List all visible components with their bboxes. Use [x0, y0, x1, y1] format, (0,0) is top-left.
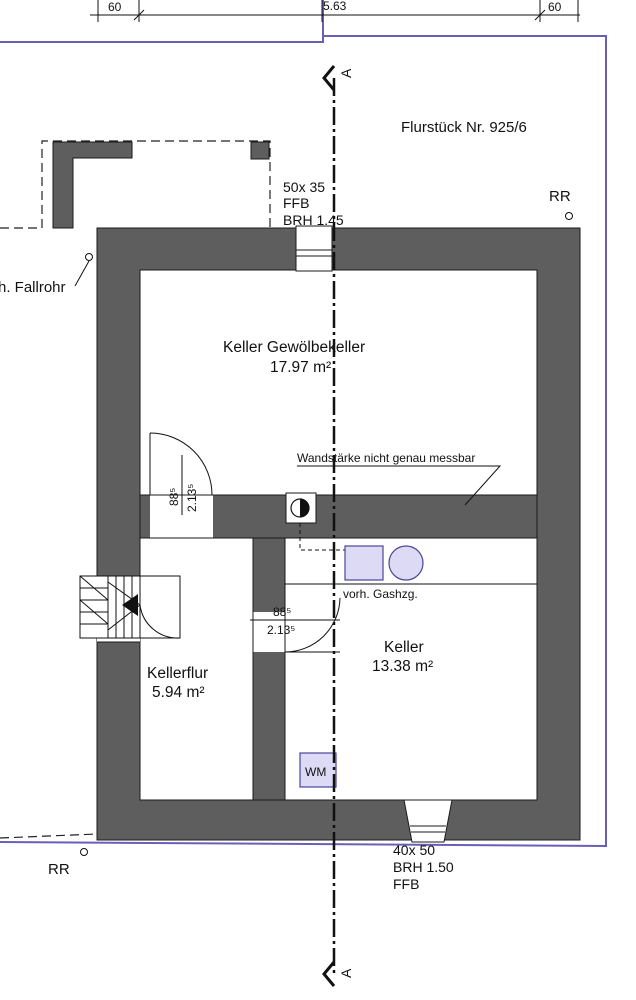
dim-middle: 5.63: [323, 0, 347, 13]
dashed-outline-annex: [0, 140, 271, 839]
stair-direction-arrow: [122, 594, 138, 616]
top-dimension-line: [90, 0, 580, 22]
dim-left: 60: [108, 0, 122, 14]
section-marker-top: [322, 65, 336, 91]
room-area-kellerflur: 5.94 m²: [152, 684, 205, 701]
downpipe-left: [85, 253, 93, 261]
door-lower-height: 2.13⁵: [267, 623, 295, 637]
washing-machine-label: WM: [305, 765, 326, 779]
room-name-keller: Keller: [384, 639, 424, 656]
window-top: [295, 225, 333, 272]
parcel-boundary: [0, 35, 607, 848]
section-label-top: A: [338, 68, 354, 78]
parcel-label: Flurstück Nr. 925/6: [401, 119, 527, 136]
window-top-size: 50x 35: [283, 179, 325, 195]
door-swing-upper: [149, 432, 213, 496]
downpipe-bottom-left: [80, 848, 88, 856]
gas-heating: [344, 545, 424, 581]
door-opening-lower: [253, 612, 285, 652]
section-label-bottom: A: [338, 968, 354, 978]
downpipe-label-bottom-left: RR: [48, 861, 70, 878]
wall-note-leader: [297, 465, 502, 506]
downpipe-top-right: [565, 212, 573, 220]
room-name-kellerflur: Kellerflur: [147, 665, 208, 682]
window-bottom: [403, 799, 453, 843]
section-marker-bottom: [322, 961, 336, 987]
window-top-ffb: FFB: [283, 195, 309, 211]
door-lower-width: 88⁵: [273, 605, 291, 619]
door-upper-width: 88⁵: [167, 488, 181, 506]
gas-heating-label: vorh. Gashzg.: [343, 587, 418, 601]
window-top-brh: BRH 1.45: [283, 212, 344, 228]
flue-pipe: [299, 523, 352, 551]
door-upper-height: 2.13⁵: [185, 484, 199, 512]
wall-thickness-note: Wandstärke nicht genau messbar: [297, 451, 475, 465]
room-name-gewoelbekeller: Keller Gewölbekeller: [223, 339, 365, 356]
washing-machine: [299, 752, 337, 788]
downpipe-label-left: h. Fallrohr: [0, 279, 66, 296]
room-area-gewoelbekeller: 17.97 m²: [270, 359, 331, 376]
window-bottom-brh: BRH 1.50: [393, 859, 454, 875]
room-area-keller: 13.38 m²: [372, 658, 433, 675]
chimney: [285, 492, 317, 524]
door-swing-lower: [250, 597, 341, 653]
downpipe-label-top-right: RR: [549, 188, 571, 205]
dim-right: 60: [548, 0, 562, 14]
door-upper-dimension: 88⁵ 2.13⁵: [167, 455, 199, 515]
door-lower-dimension: 88⁵ 2.13⁵: [267, 605, 295, 637]
window-bottom-ffb: FFB: [393, 876, 419, 892]
window-bottom-size: 40x 50: [393, 842, 435, 858]
